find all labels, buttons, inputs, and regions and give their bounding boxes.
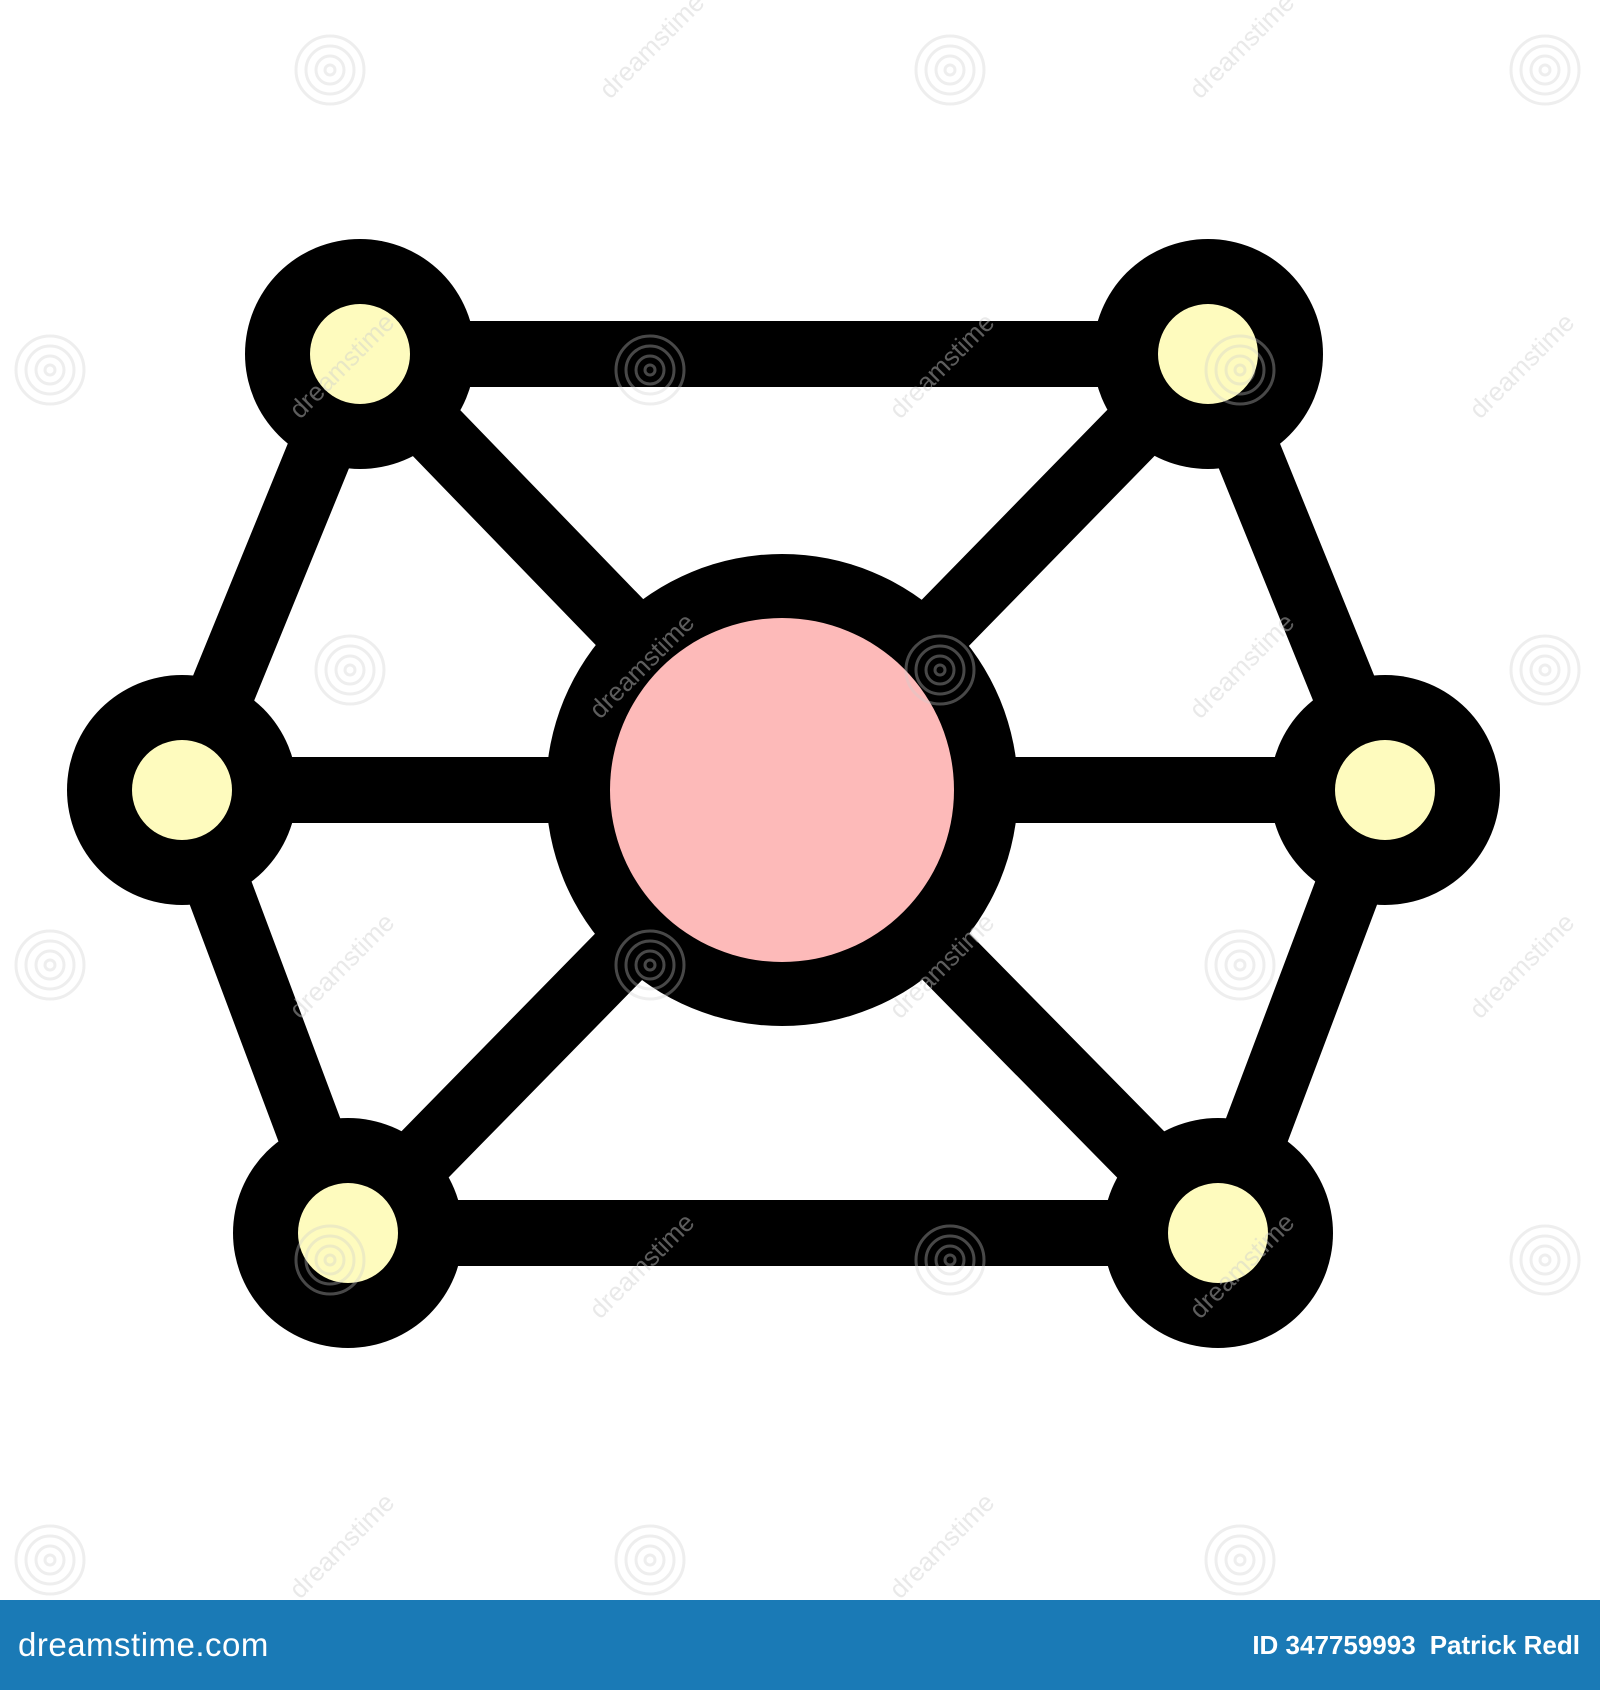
node-bottom-right [1103,1118,1333,1348]
node-core [310,304,410,404]
node-top-right [1093,239,1323,469]
node-left [67,675,297,905]
node-core [1335,740,1435,840]
network-icon [67,239,1500,1348]
footer-author: Patrick Redl [1429,1629,1580,1660]
footer-image-id: ID 347759993 [1252,1629,1416,1660]
node-core [1168,1183,1268,1283]
node-core [1158,304,1258,404]
footer-brand[interactable]: dreamstime.com [18,1626,269,1663]
hub-core [610,618,954,962]
footer-bar: dreamstime.com ID 347759993 Patrick Redl [0,1600,1600,1690]
node-right [1270,675,1500,905]
node-top-left [245,239,475,469]
node-bottom-left [233,1118,463,1348]
hub-node [546,554,1018,1026]
nodes-layer [67,239,1500,1348]
node-core [298,1183,398,1283]
footer-credit: ID 347759993 Patrick Redl [1252,1630,1580,1661]
node-core [132,740,232,840]
